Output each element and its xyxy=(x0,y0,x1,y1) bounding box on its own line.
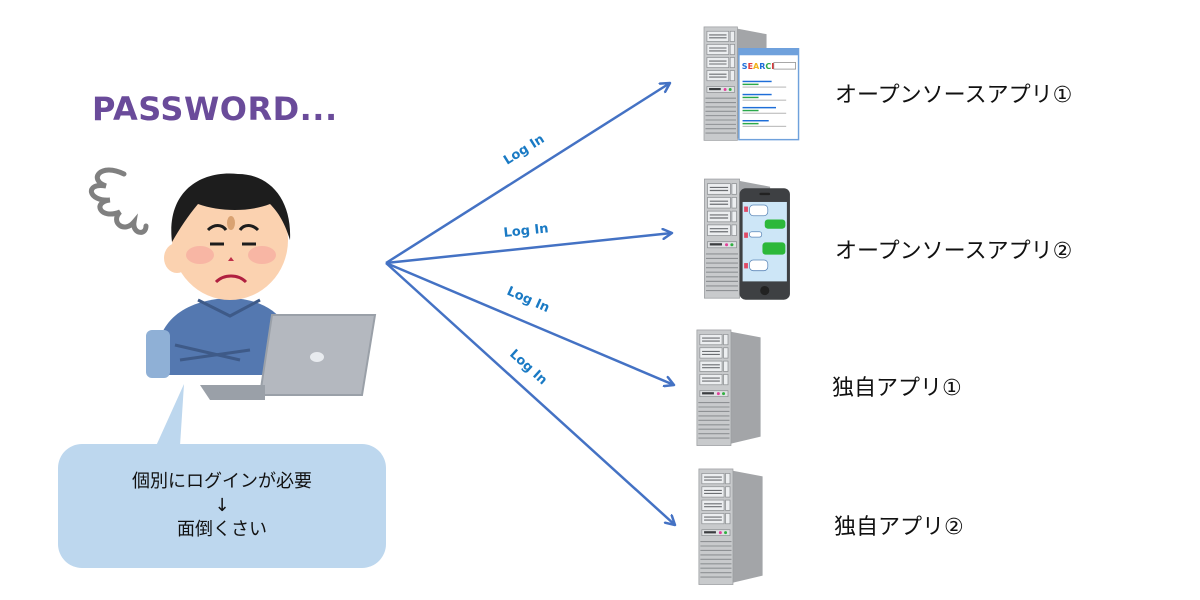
app-label-custom-1: 独自アプリ① xyxy=(832,376,962,401)
arrow-to-app-oss-1 xyxy=(385,83,670,265)
server-icon xyxy=(696,329,762,447)
arrow-to-app-custom-1 xyxy=(385,261,674,385)
server-with-smartphone-icon xyxy=(703,178,790,300)
server-icon xyxy=(698,468,764,586)
app-label-custom-2: 独自アプリ② xyxy=(834,515,964,540)
smartphone-icon xyxy=(739,188,790,300)
password-thought-text: PASSWORD... xyxy=(92,90,338,128)
callout-line-2: 面倒くさい xyxy=(177,519,267,540)
squiggle-icon xyxy=(88,167,149,235)
server-with-browser-icon: SEARCH xyxy=(703,26,800,141)
user-hair xyxy=(171,173,291,242)
browser-window-icon: SEARCH xyxy=(738,48,800,141)
arrow-label-app-oss-2: Log In xyxy=(503,221,549,241)
callout-line-1: 個別にログインが必要 xyxy=(132,471,312,492)
user-body xyxy=(156,298,295,375)
arrow-label-app-custom-1: Log In xyxy=(504,284,551,316)
arrow-label-app-custom-2: Log In xyxy=(506,347,550,388)
callout-bubble: 個別にログインが必要 ↓ 面倒くさい xyxy=(58,444,386,568)
troubled-user-illustration xyxy=(88,167,377,400)
app-label-oss-1: オープンソースアプリ① xyxy=(835,83,1073,108)
callout-arrow: ↓ xyxy=(214,495,230,516)
callout-tail xyxy=(156,384,184,446)
arrow-to-app-custom-2 xyxy=(385,262,675,525)
app-label-oss-2: オープンソースアプリ② xyxy=(835,239,1073,264)
arrow-label-app-oss-1: Log In xyxy=(501,132,547,169)
arrow-to-app-oss-2 xyxy=(385,233,672,265)
svg-text:SEARCH: SEARCH xyxy=(742,62,778,71)
user-face xyxy=(172,180,288,300)
